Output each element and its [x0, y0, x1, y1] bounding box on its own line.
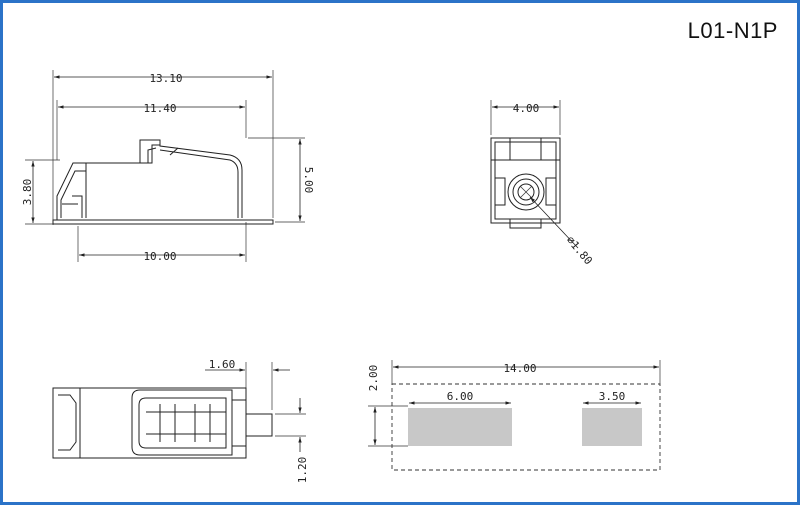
dim-label-hole-diameter: ∅1.80	[564, 234, 595, 268]
small-pad	[582, 408, 642, 446]
leader-hole-diameter	[529, 196, 579, 249]
footprint-outline	[391, 383, 661, 471]
front-view: 4.00 ∅1.80	[490, 100, 595, 268]
dim-label-base-length: 10.00	[143, 250, 176, 263]
side-view-body	[52, 139, 274, 225]
side-view: 13.10 11.40 10.00 3.80 5.00	[21, 70, 315, 263]
dim-label-front-width: 4.00	[513, 102, 540, 115]
front-view-body	[490, 137, 561, 229]
dim-label-large-pad: 6.00	[447, 390, 474, 403]
dim-label-left-height: 3.80	[21, 179, 34, 206]
bottom-view: 1.60 1.20	[52, 358, 309, 484]
dim-label-pin-length: 1.60	[209, 358, 236, 371]
dim-label-total-height: 5.00	[302, 167, 315, 194]
bottom-view-body	[52, 387, 273, 459]
dim-label-body-length: 11.40	[143, 102, 176, 115]
contact-hole	[517, 183, 535, 201]
dim-label-footprint-length: 14.00	[503, 362, 536, 375]
dim-label-small-pad: 3.50	[599, 390, 626, 403]
footprint-view: 14.00 2.00 6.00 3.50	[367, 360, 661, 471]
part-number-title: L01-N1P	[687, 18, 778, 43]
dim-label-overall-length: 13.10	[149, 72, 182, 85]
dim-label-pin-width: 1.20	[296, 457, 309, 484]
pin	[245, 413, 273, 437]
large-pad	[408, 408, 512, 446]
dim-label-pad-height: 2.00	[367, 365, 380, 392]
